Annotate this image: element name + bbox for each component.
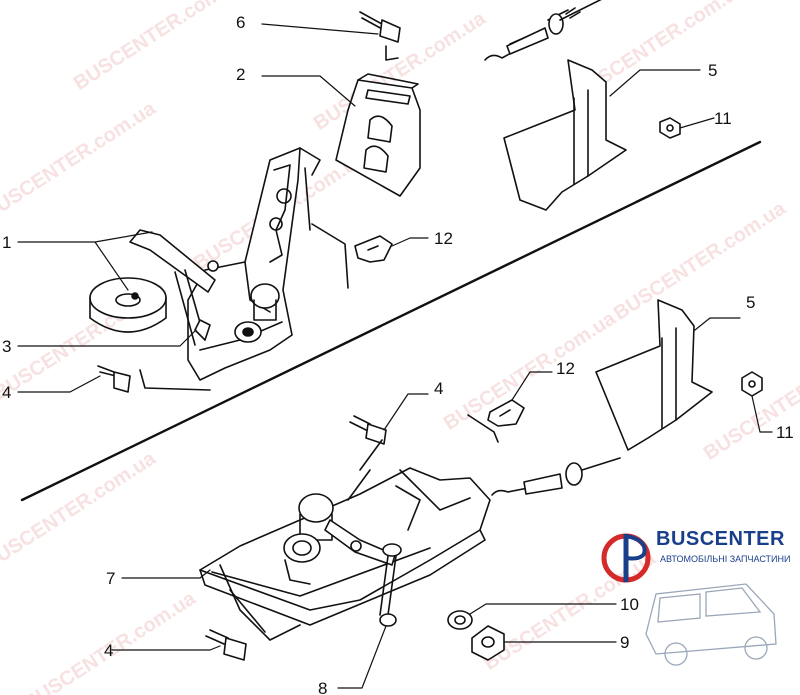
- callout-5-upper: 5: [708, 61, 718, 80]
- leader-11-lower: [751, 395, 773, 433]
- lower-lever-link: [324, 519, 396, 566]
- lower-housing: [219, 564, 301, 641]
- callout-3: 3: [2, 337, 12, 356]
- leader-7: [121, 569, 211, 579]
- leader-6: [261, 23, 379, 35]
- cover-5-upper: [503, 59, 627, 211]
- leader-4-upper: [17, 375, 101, 393]
- callout-5-lower: 5: [746, 293, 756, 312]
- leader-12-upper: [391, 237, 429, 247]
- callout-8: 8: [318, 679, 328, 695]
- callout-4-lower: 4: [434, 379, 444, 398]
- washer-10: [447, 610, 473, 630]
- callout-6: 6: [236, 13, 246, 32]
- leader-2: [261, 75, 356, 107]
- bolt-6: [359, 11, 401, 61]
- bracket-2: [335, 73, 421, 197]
- logo-mark: [601, 533, 777, 666]
- nut-11-upper: [659, 117, 681, 139]
- logo-tagline: АВТОМОБІЛЬНІ ЗАПЧАСТИНИ: [660, 554, 791, 564]
- callout-1: 1: [2, 233, 12, 252]
- logo-brand-name: BUSCENTER: [656, 528, 785, 550]
- leader-line: [139, 369, 211, 391]
- callout-10: 10: [620, 595, 639, 614]
- leader-1: [17, 231, 153, 291]
- upper-cable-end: [484, 0, 602, 61]
- clip-12-lower: [467, 399, 525, 443]
- leader-3: [17, 329, 197, 347]
- cover-5-lower: [595, 299, 713, 451]
- lower-cable-end: [491, 457, 621, 496]
- callout-11-upper: 11: [714, 109, 732, 128]
- rubber-bushing: [89, 277, 167, 333]
- upper-ball-stud: [234, 283, 280, 343]
- nut-11-lower: [741, 371, 763, 397]
- leader-11-upper: [679, 117, 715, 129]
- leader-8: [337, 625, 387, 689]
- callout-11-lower: 11: [776, 423, 794, 442]
- leader-12-lower: [511, 371, 553, 401]
- buscenter-logo: BUSCENTER АВТОМОБІЛЬНІ ЗАПЧАСТИНИ: [596, 514, 796, 689]
- upper-screw: [97, 319, 211, 393]
- leader-5-lower: [694, 317, 741, 331]
- clip-12-upper: [311, 223, 393, 289]
- upper-lever-arm: [129, 229, 219, 346]
- callout-12-lower: 12: [556, 359, 575, 378]
- pin-8: [379, 543, 402, 627]
- leader-4-bottom: [111, 645, 221, 651]
- callout-4-upper: 4: [2, 383, 12, 402]
- callout-4-bottom: 4: [104, 641, 114, 660]
- callout-leaders: [17, 23, 773, 689]
- callout-2: 2: [236, 65, 246, 84]
- section-divider-line: [20, 140, 762, 502]
- callout-7: 7: [106, 569, 116, 588]
- leader-10: [469, 603, 617, 615]
- upper-gear-lever-bracket: [187, 147, 321, 381]
- lower-base-plate: [199, 467, 491, 626]
- bolt-4-lower: [347, 415, 387, 501]
- leader-4-lower: [383, 393, 429, 431]
- callout-9: 9: [620, 633, 630, 652]
- callout-12-upper: 12: [434, 229, 453, 248]
- leader-5-upper: [609, 69, 701, 97]
- nut-9: [471, 625, 505, 661]
- lower-ball-stud: [283, 493, 334, 585]
- bolt-4-bottom: [205, 629, 247, 661]
